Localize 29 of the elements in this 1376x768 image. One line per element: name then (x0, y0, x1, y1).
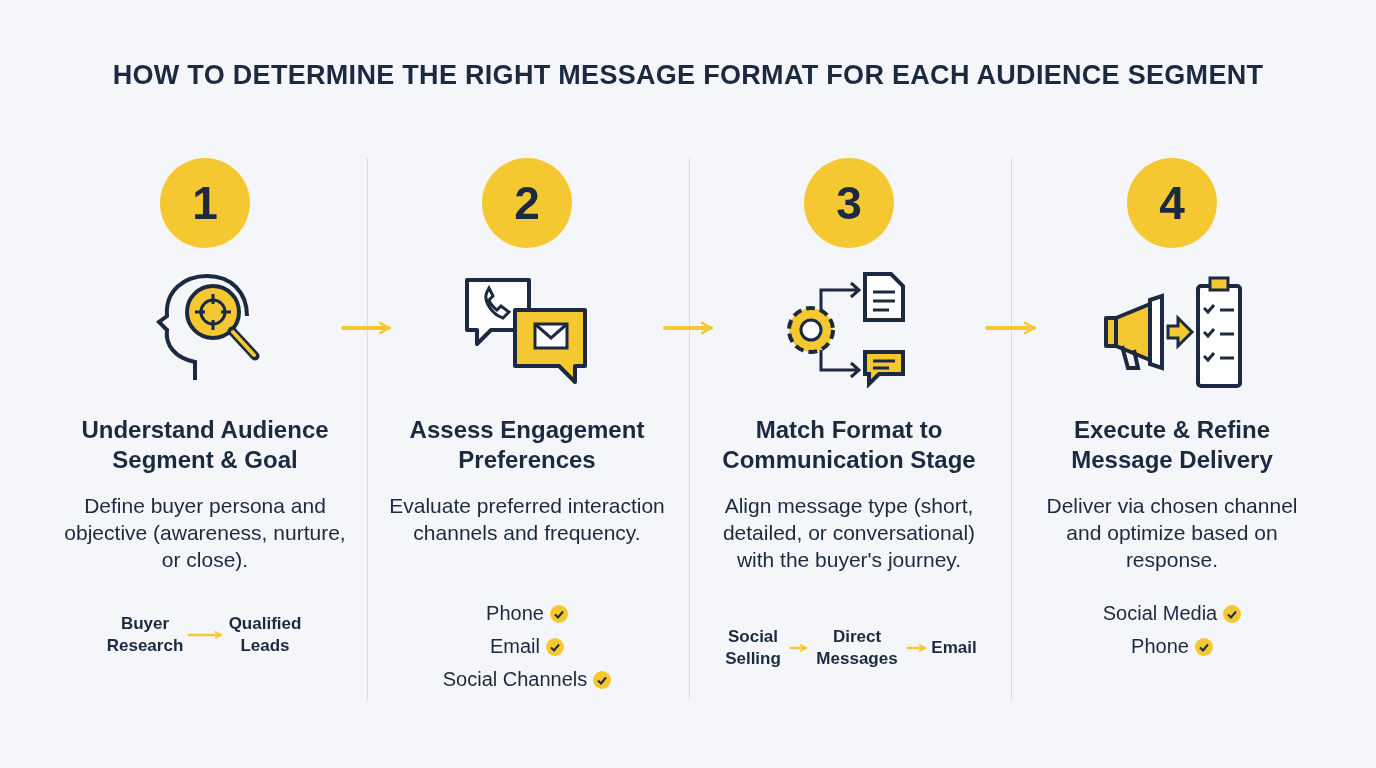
flow-step-text: Qualified Leads (225, 613, 305, 657)
step-number-badge: 4 (1127, 158, 1217, 248)
step-number-badge: 2 (482, 158, 572, 248)
step-number-badge: 3 (804, 158, 894, 248)
step-heading: Match Format to Communication Stage (721, 415, 977, 475)
title: HOW TO DETERMINE THE RIGHT MESSAGE FORMAT FOR EACH AUDIENCE SEGMENT (111, 60, 1265, 91)
flow-step-text: Social Selling (719, 626, 787, 670)
step-heading: Assess Engagement Preferences (408, 415, 646, 475)
channel-name: Email (490, 635, 540, 658)
flow-step-text: Email (929, 637, 979, 659)
arrow (906, 644, 927, 652)
step-description: Evaluate preferred interaction channels and frequency. (388, 493, 666, 546)
flow-step-text: Direct Messages (810, 626, 904, 670)
arrow (663, 321, 713, 335)
step-description: Define buyer persona and objective (awareness, nurture, or close). (63, 493, 347, 573)
step-description: Align message type (short, detailed, or conversational) with the buyer's journey. (721, 493, 977, 573)
channel-name: Social Channels (442, 668, 588, 691)
arrow (985, 321, 1036, 335)
arrow (187, 631, 223, 639)
arrow (789, 644, 808, 652)
step-heading: Execute & Refine Message Delivery (1070, 415, 1274, 475)
arrow (341, 321, 391, 335)
channel-name: Social Media (1102, 602, 1218, 625)
step-description: Deliver via chosen channel and optimize based on response. (1045, 493, 1299, 573)
step-number-badge: 1 (160, 158, 250, 248)
channel-name: Phone (486, 602, 544, 625)
flow-step-text: Buyer Research (105, 613, 185, 657)
channel-name: Phone (1131, 635, 1189, 658)
step-heading: Understand Audience Segment & Goal (80, 415, 330, 475)
